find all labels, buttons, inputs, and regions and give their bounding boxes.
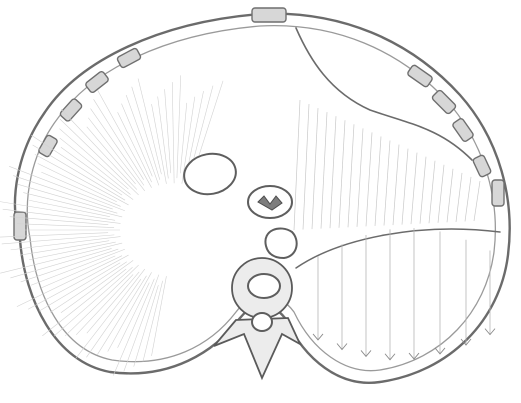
fiber-ray	[172, 82, 174, 183]
hatch-line	[411, 153, 417, 225]
fiber-ray	[17, 256, 122, 307]
rib-segment	[452, 118, 474, 143]
fiber-ray	[132, 87, 160, 180]
rib-segment	[252, 8, 286, 22]
fiber-ray	[31, 249, 125, 285]
fiber-ray	[65, 265, 138, 336]
fiber-ray	[9, 166, 125, 210]
fiber-ray	[75, 269, 145, 359]
hatch-line	[303, 104, 309, 230]
fiber-ray	[94, 99, 144, 179]
rib-segment	[492, 180, 504, 206]
fiber-ray	[50, 262, 127, 313]
fiber-ray	[60, 119, 139, 195]
muscle-fiber-rays	[0, 75, 223, 375]
hatch-line	[375, 136, 381, 226]
hatch-line	[429, 161, 435, 224]
fiber-ray	[28, 255, 128, 309]
hatch-line	[438, 165, 444, 223]
hatch-line	[447, 169, 453, 223]
hatch-line	[420, 157, 426, 224]
aortic-opening	[265, 228, 296, 258]
hatch-line	[465, 177, 471, 222]
hatch-line	[330, 116, 336, 228]
hatch-line	[339, 120, 345, 228]
hatch-line	[312, 108, 318, 229]
hatch-line	[348, 124, 354, 227]
fiber-ray	[118, 283, 150, 348]
hatch-line	[402, 149, 408, 225]
central-tendon-boundary	[296, 28, 472, 160]
y-tick-marks	[313, 329, 495, 360]
vertebral-canal	[248, 274, 280, 298]
fiber-ray	[87, 272, 139, 333]
spinal-foramen	[252, 313, 272, 331]
fiber-ray	[180, 103, 187, 173]
fiber-ray	[41, 256, 115, 288]
fiber-ray	[86, 279, 140, 357]
rib-segment	[472, 154, 491, 177]
rib-segment	[59, 98, 83, 122]
fiber-ray	[17, 224, 114, 228]
hatch-line	[294, 100, 300, 230]
fiber-ray	[38, 163, 117, 201]
right-hatch-lines	[294, 100, 480, 230]
caval-opening	[181, 150, 239, 198]
esophageal-opening	[248, 186, 292, 218]
hatch-line	[366, 132, 372, 226]
rib-segment	[431, 89, 456, 114]
hatch-line	[474, 181, 480, 221]
fiber-ray	[60, 138, 131, 194]
fiber-ray	[76, 274, 133, 334]
fiber-ray	[177, 75, 181, 178]
hatch-line	[321, 112, 327, 228]
fiber-ray	[39, 263, 120, 311]
fiber-ray	[165, 89, 171, 173]
fiber-ray	[90, 109, 143, 186]
vertical-fiber-lines	[318, 228, 490, 360]
fiber-ray	[59, 129, 128, 189]
hatch-line	[357, 128, 363, 227]
fiber-ray	[108, 272, 152, 351]
lower-right-arc	[296, 229, 500, 268]
hatch-line	[393, 145, 399, 226]
fiber-ray	[98, 90, 152, 188]
hatch-line	[384, 141, 390, 226]
hatch-line	[456, 173, 462, 222]
